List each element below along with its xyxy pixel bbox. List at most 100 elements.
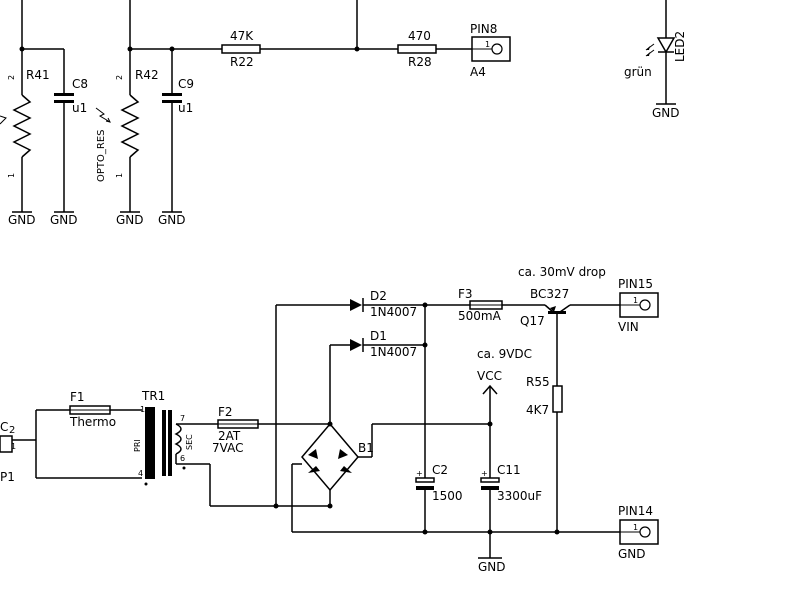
left-connector: C 2 1 P1 [0, 420, 36, 484]
c9-label: C9 [178, 77, 194, 91]
c2-plus: + [416, 469, 423, 478]
diode-d2: D2 1N4007 [350, 289, 470, 319]
r41-pin1: 1 [7, 173, 16, 178]
c2-label: C2 [432, 463, 448, 477]
d2-label: D2 [370, 289, 387, 303]
q17-type: BC327 [530, 287, 569, 301]
r28-label: R28 [408, 55, 432, 69]
f2-voltage: 7VAC [212, 441, 243, 455]
vcc-note: ca. 9VDC [477, 347, 532, 361]
f2-value: 2AT [218, 429, 241, 443]
gnd-d-label: GND [158, 213, 186, 227]
junction-dot [127, 46, 133, 52]
conn-left-p: P1 [0, 470, 15, 484]
tr1-pin7: 7 [180, 414, 185, 423]
c9-value: u1 [178, 101, 193, 115]
b1-label: B1 [358, 441, 374, 455]
d2-value: 1N4007 [370, 305, 417, 319]
led2-label: LED2 [673, 31, 687, 62]
pin14-number: 1 [633, 523, 638, 532]
tr1-pin6: 6 [180, 454, 185, 463]
gnd-b-label: GND [50, 213, 78, 227]
bridge-rectifier-b1: B1 [291, 422, 490, 532]
capacitor-c11: + C11 3300uF [480, 463, 542, 558]
pin14-connector: PIN14 1 GND [618, 504, 659, 561]
r55-label: R55 [526, 375, 550, 389]
pin8-connector: PIN8 1 A4 [470, 22, 511, 79]
r22-value: 47K [230, 29, 254, 43]
diode-d1: D1 1N4007 [350, 329, 425, 359]
d1-label: D1 [370, 329, 387, 343]
conn-left-number: 2 [9, 425, 15, 436]
pin15-label: PIN15 [618, 277, 653, 291]
gnd-a-label: GND [8, 213, 36, 227]
gnd-main-label: GND [478, 560, 506, 574]
gnd-c-label: GND [116, 213, 144, 227]
pin8-number: 1 [485, 40, 490, 49]
primary-wires [35, 409, 142, 479]
c2-value: 1500 [432, 489, 463, 503]
ground-rail: GND [292, 531, 620, 574]
c11-value: 3300uF [497, 489, 542, 503]
tr1-pri: PRI [133, 439, 142, 452]
led-led2: LED2 grün GND [624, 0, 687, 120]
pin15-signal: VIN [618, 320, 639, 334]
resistor-r42: R42 2 1 OPTO_RES [95, 49, 159, 212]
q17-label: Q17 [520, 314, 545, 328]
r42-pin1: 1 [115, 173, 124, 178]
tr1-pin4: 4 [138, 469, 143, 478]
pin8-label: PIN8 [470, 22, 497, 36]
fuse-f1: F1 Thermo [69, 390, 116, 429]
resistor-r55: R55 4K7 [526, 375, 563, 532]
junction-dot [19, 46, 25, 52]
led2-color: grün [624, 65, 652, 79]
resistor-r22: 47K R22 [221, 29, 261, 69]
opto-res-label: OPTO_RES [96, 130, 107, 183]
r41-pin2: 2 [7, 75, 16, 80]
tr1-sec: SEC [185, 434, 194, 450]
tr1-label: TR1 [141, 389, 165, 403]
f3-label: F3 [458, 287, 473, 301]
pin15-connector: PIN15 1 VIN [618, 277, 659, 334]
c11-plus: + [481, 469, 488, 478]
resistor-r28: 470 R28 [397, 29, 437, 69]
tr1-pin1: 1 [140, 405, 145, 414]
r55-value: 4K7 [526, 403, 549, 417]
c8-label: C8 [72, 77, 88, 91]
capacitor-c9: C9 u1 [162, 49, 194, 212]
r28-value: 470 [408, 29, 431, 43]
d1-value: 1N4007 [370, 345, 417, 359]
junction-dot [169, 46, 175, 52]
r42-label: R42 [135, 68, 159, 82]
f3-value: 500mA [458, 309, 502, 323]
f1-value: Thermo [69, 415, 116, 429]
vcc-supply: ca. 9VDC VCC [477, 347, 532, 478]
pin8-signal: A4 [470, 65, 486, 79]
secondary-wires [209, 304, 350, 507]
pin14-label: PIN14 [618, 504, 653, 518]
fuse-f2: F2 2AT 7VAC [210, 405, 330, 455]
conn-left-number1: 1 [11, 442, 16, 451]
pin14-signal: GND [618, 547, 646, 561]
resistor-r41: R41 2 1 [0, 49, 50, 212]
ground-symbols-top: GND GND GND GND [8, 211, 186, 227]
fuse-f3: F3 500mA [458, 287, 545, 323]
r22-label: R22 [230, 55, 254, 69]
junction-dots-power [273, 302, 560, 535]
top-wires [21, 0, 472, 50]
vcc-label: VCC [477, 369, 502, 383]
conn-left-label: C [0, 420, 8, 434]
capacitor-c8: C8 u1 [54, 49, 88, 212]
junction-dot [354, 46, 360, 52]
transformer-tr1: TR1 1 4 7 6 PRI SEC [133, 389, 210, 486]
c11-label: C11 [497, 463, 521, 477]
r41-label: R41 [26, 68, 50, 82]
f1-label: F1 [70, 390, 85, 404]
r42-pin2: 2 [115, 75, 124, 80]
drop-note: ca. 30mV drop [518, 265, 606, 279]
pin15-number: 1 [633, 296, 638, 305]
c8-value: u1 [72, 101, 87, 115]
gnd-led-label: GND [652, 106, 680, 120]
capacitor-c2: + C2 1500 [415, 305, 463, 532]
